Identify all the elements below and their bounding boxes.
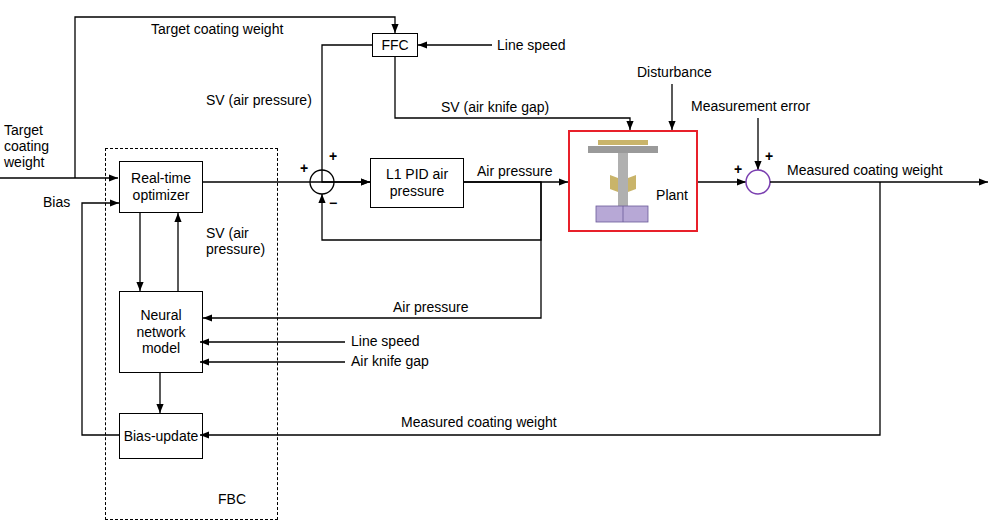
output-junction [746, 170, 770, 194]
controller-box: FFC [372, 33, 418, 57]
signal-label: Measured coating weight [400, 414, 558, 430]
process-box: Bias-update [119, 413, 203, 459]
sign-label: + [733, 161, 743, 177]
signal-label: SV (air pressure) [205, 92, 313, 108]
signal-label: Disturbance [636, 64, 713, 80]
controller-box: L1 PID air pressure [370, 158, 464, 208]
signal-connector [203, 182, 541, 318]
input-wire [418, 44, 492, 45]
group-region: FBC Real-time optimizerNeural network mod… [105, 148, 278, 520]
group-label: FBC [218, 491, 246, 508]
node-label: Bias-update [124, 428, 199, 445]
node-label: Neural network model [123, 307, 199, 357]
signal-label: Air knife gap [350, 353, 430, 369]
sign-label: + [328, 148, 338, 164]
signal-label: Target coating weight [150, 21, 284, 37]
sign-label: − [328, 195, 338, 211]
plant-box: Plant [568, 130, 698, 232]
process-box: Neural network model [119, 291, 203, 373]
connector-label: Air pressure [392, 299, 469, 315]
output-wire [698, 181, 746, 182]
disturbance-wire [671, 84, 672, 130]
signal-label: Line speed [496, 37, 567, 53]
node-label: FFC [381, 37, 408, 54]
signal-label: Target coating weight [3, 122, 67, 170]
input-wire [200, 341, 345, 342]
connector-label: Air pressure [476, 163, 553, 179]
signal-connector [395, 57, 630, 130]
connector-label: SV (air pressure) [205, 225, 277, 257]
signal-label: Measurement error [690, 98, 811, 114]
signal-label: Line speed [350, 333, 421, 349]
node-label: Plant [656, 187, 688, 204]
sign-label: + [764, 148, 774, 164]
signal-connector [159, 373, 160, 413]
signal-connector [82, 203, 119, 435]
process-box: Real-time optimizer [119, 161, 203, 213]
node-label: Real-time optimizer [123, 170, 199, 204]
feedback-wire [200, 182, 880, 435]
signal-label: Measured coating weight [786, 162, 944, 178]
signal-connector [139, 213, 140, 291]
signal-connector [177, 213, 178, 291]
input-wire [200, 361, 345, 362]
output-wire [770, 181, 988, 182]
connector-label: SV (air knife gap) [440, 99, 550, 115]
error-wire [757, 118, 758, 170]
node-label: L1 PID air pressure [374, 166, 460, 200]
sign-label: + [299, 160, 309, 176]
signal-connector [322, 45, 372, 182]
branch-wire [75, 17, 395, 178]
input-wire [0, 177, 118, 178]
signal-label: Bias [42, 194, 71, 210]
plant-illustration [588, 140, 658, 222]
